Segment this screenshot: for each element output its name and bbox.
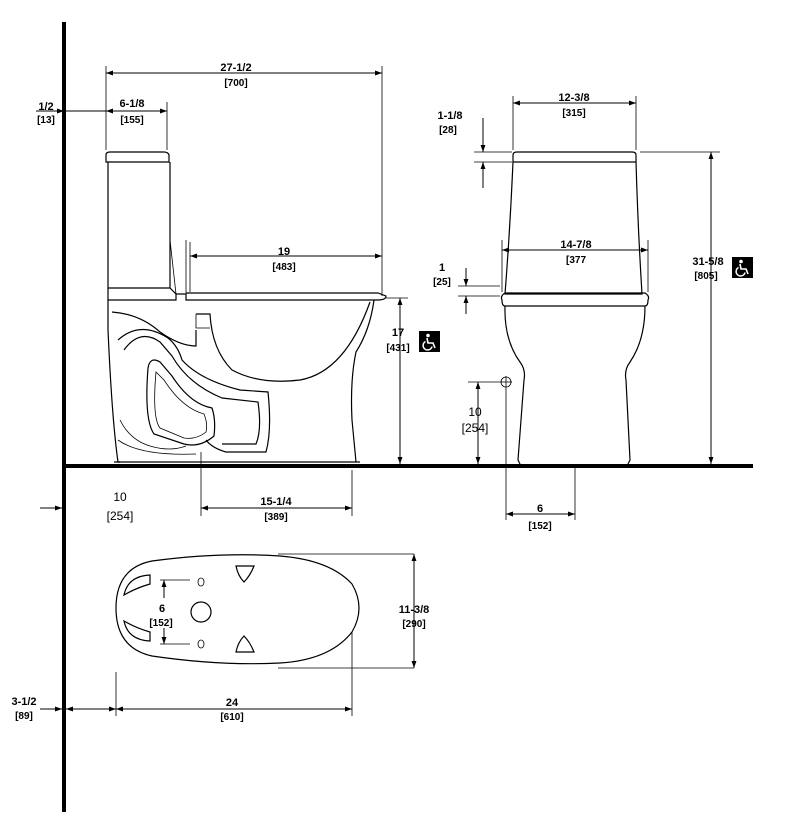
tank-depth-mm: [155] — [120, 115, 143, 126]
outlet-front-label: 15-1/4 — [260, 496, 292, 508]
supply-offset-mm: [152] — [528, 521, 551, 532]
base-width-mm: [290] — [402, 619, 425, 630]
bowl-height-label: 17 — [392, 327, 404, 339]
overall-height-mm: [805] — [694, 271, 717, 282]
overall-height-label: 31-5/8 — [692, 256, 723, 268]
seat-width-mm: [377 — [566, 255, 586, 266]
wall-gap-mm: [13] — [37, 115, 55, 126]
supply-height-mm: [254] — [462, 421, 489, 435]
bowl-height-mm: [431] — [386, 343, 409, 354]
bolt-spacing-mm: [152] — [149, 618, 172, 629]
overall-length-label: 27-1/2 — [220, 62, 251, 74]
base-setback-label: 3-1/2 — [11, 696, 36, 708]
supply-height-label: 10 — [468, 405, 482, 419]
outlet-front-mm: [389] — [264, 512, 287, 523]
rough-in-label: 10 — [113, 490, 127, 504]
base-setback-mm: [89] — [15, 711, 33, 722]
rough-in-mm: [254] — [107, 509, 134, 523]
seat-length-label: 19 — [278, 246, 290, 258]
accessible-icon — [419, 331, 440, 352]
tank-width-label: 12-3/8 — [558, 92, 589, 104]
seat-length-mm: [483] — [272, 262, 295, 273]
seat-width-label: 14-7/8 — [560, 239, 591, 251]
overall-length-mm: [700] — [224, 78, 247, 89]
side-view-toilet — [105, 151, 387, 463]
front-view-toilet — [500, 151, 650, 465]
seat-thickness-label: 1 — [439, 262, 445, 274]
base-length-mm: [610] — [220, 712, 243, 723]
seat-thickness-mm: [25] — [433, 277, 451, 288]
base-width-label: 11-3/8 — [399, 604, 430, 616]
wall-gap-label: 1/2 — [38, 101, 53, 113]
tank-depth-label: 6-1/8 — [119, 98, 144, 110]
lid-thickness-label: 1-1/8 — [437, 110, 462, 122]
accessible-icon — [732, 257, 753, 278]
tank-width-mm: [315] — [562, 108, 585, 119]
lid-thickness-mm: [28] — [439, 125, 457, 136]
bolt-spacing-label: 6 — [159, 603, 165, 615]
base-length-label: 24 — [226, 697, 239, 709]
supply-offset-label: 6 — [537, 503, 543, 515]
